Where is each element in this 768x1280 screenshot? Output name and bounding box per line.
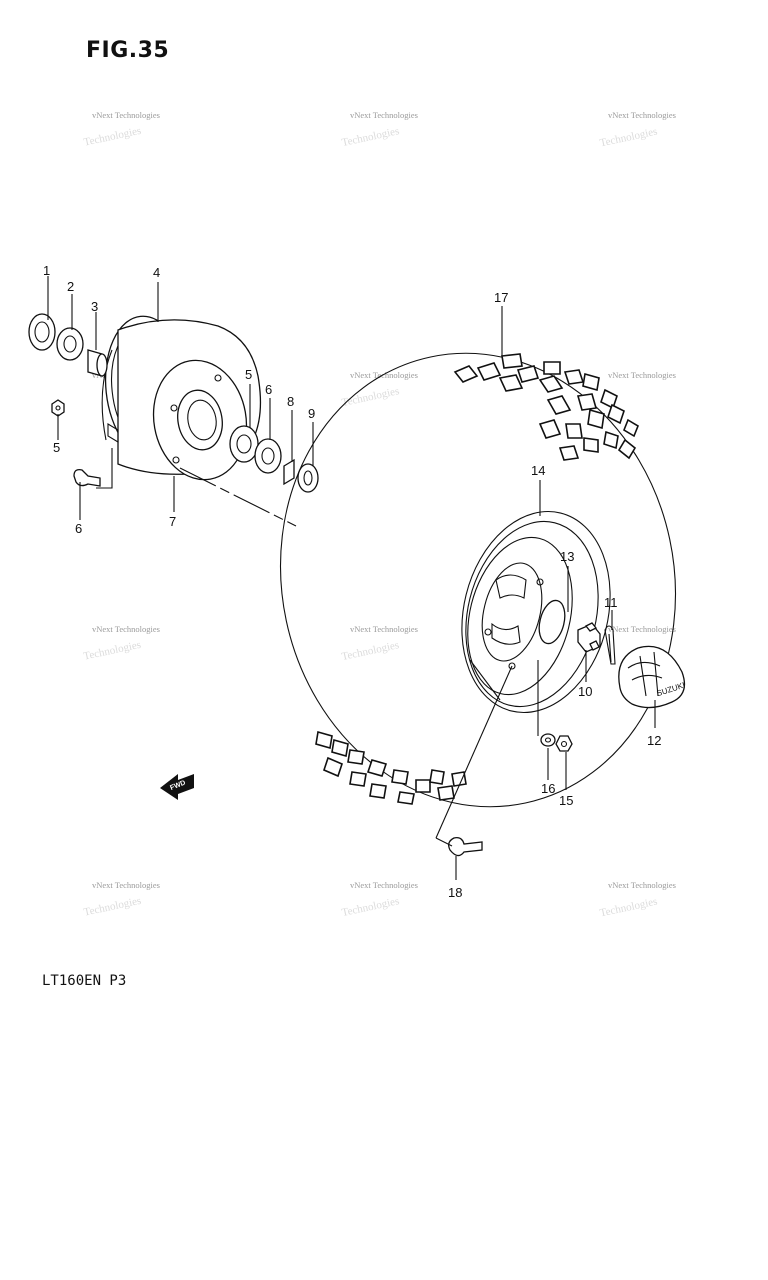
- callout-6: 1: [43, 263, 50, 278]
- figure-title: FIG.35: [86, 38, 170, 63]
- svg-text:Technologies: Technologies: [599, 896, 659, 920]
- spacer: [283, 458, 295, 486]
- hub-nut: [51, 399, 65, 417]
- callout-1: 7: [169, 514, 176, 529]
- callout-16: 16: [541, 781, 555, 796]
- rim: [461, 510, 611, 714]
- svg-text:Technologies: Technologies: [341, 125, 401, 149]
- washer-right: [297, 463, 319, 493]
- svg-text:Technologies: Technologies: [599, 126, 659, 150]
- watermark: Technologies vNext Technologies: [83, 880, 160, 919]
- watermark-text: vNext Technologies: [92, 110, 160, 120]
- watermark: Technologies vNext Technologies: [341, 110, 418, 149]
- callout-17: 17: [494, 290, 508, 305]
- tire: [279, 352, 677, 808]
- watermark: Technologies vNext Technologies: [82, 624, 160, 663]
- watermark: Technologies vNext Technologies: [340, 624, 417, 663]
- callout-7: 3: [91, 299, 98, 314]
- forward-arrow: FWD: [160, 774, 194, 800]
- watermark-text: vNext Technologies: [350, 110, 418, 120]
- valve-stem: [448, 836, 483, 857]
- watermark: Technologies vNext Technologies: [341, 370, 418, 409]
- watermark-text: vNext Technologies: [608, 370, 676, 380]
- callout-2: 4: [153, 265, 160, 280]
- svg-text:Technologies: Technologies: [82, 639, 142, 663]
- hub-cap: SUZUKI: [618, 645, 686, 709]
- watermark-text: vNext Technologies: [92, 624, 160, 634]
- watermark-text: vNext Technologies: [608, 624, 676, 634]
- svg-text:Technologies: Technologies: [340, 639, 400, 663]
- callout-18: 18: [448, 885, 462, 900]
- callout-10: 10: [578, 684, 592, 699]
- bearing-left: [28, 313, 56, 351]
- model-code: LT160EN P3: [42, 973, 127, 989]
- bearing-right: [254, 438, 282, 474]
- callout-15: 15: [559, 793, 573, 808]
- callout-5b: 5: [245, 367, 252, 382]
- watermark: Technologies vNext Technologies: [599, 110, 676, 149]
- watermark-text: vNext Technologies: [350, 624, 418, 634]
- svg-text:Technologies: Technologies: [83, 125, 143, 149]
- watermark-text: vNext Technologies: [350, 370, 418, 380]
- hub-bolt: [73, 468, 101, 487]
- svg-text:Technologies: Technologies: [83, 895, 143, 919]
- assembly-lines: [96, 448, 539, 847]
- watermark-text: vNext Technologies: [608, 880, 676, 890]
- watermark-text: vNext Technologies: [350, 880, 418, 890]
- tire-tread-top: [453, 353, 639, 461]
- seal-left: [56, 327, 84, 361]
- watermark: vNext Technologies: [608, 624, 676, 634]
- watermark: vNext Technologies: [608, 370, 676, 380]
- callout-14: 14: [531, 463, 545, 478]
- watermark: Technologies vNext Technologies: [341, 880, 418, 919]
- seal-right: [229, 425, 259, 463]
- svg-text:Technologies: Technologies: [341, 895, 401, 919]
- wheel-washer: [540, 733, 556, 747]
- callout-8: 8: [287, 394, 294, 409]
- center-disc: [538, 599, 566, 645]
- wheel-hub: [101, 315, 262, 481]
- collar: [87, 349, 108, 377]
- callout-3: 6: [75, 521, 82, 536]
- cotter-pin: [604, 625, 616, 665]
- callout-5: 2: [67, 279, 74, 294]
- callout-12: 12: [647, 733, 661, 748]
- tire-tread-bottom: [315, 730, 467, 805]
- callouts: 1 2 3 4 5 6 7 5 6 8 9 10 11 12 13 14 15: [43, 263, 661, 900]
- watermark-text: vNext Technologies: [608, 110, 676, 120]
- callout-4: 5: [53, 440, 60, 455]
- watermark: Technologies vNext Technologies: [599, 880, 676, 919]
- wheel-nut: [555, 735, 573, 752]
- callout-9: 9: [308, 406, 315, 421]
- castle-nut: [577, 622, 601, 653]
- callout-13: 13: [560, 549, 574, 564]
- callout-11: 11: [604, 595, 618, 610]
- callout-6b: 6: [265, 382, 272, 397]
- watermark-text: vNext Technologies: [92, 880, 160, 890]
- watermark: Technologies vNext Technologies: [83, 110, 160, 149]
- svg-text:Technologies: Technologies: [341, 385, 401, 409]
